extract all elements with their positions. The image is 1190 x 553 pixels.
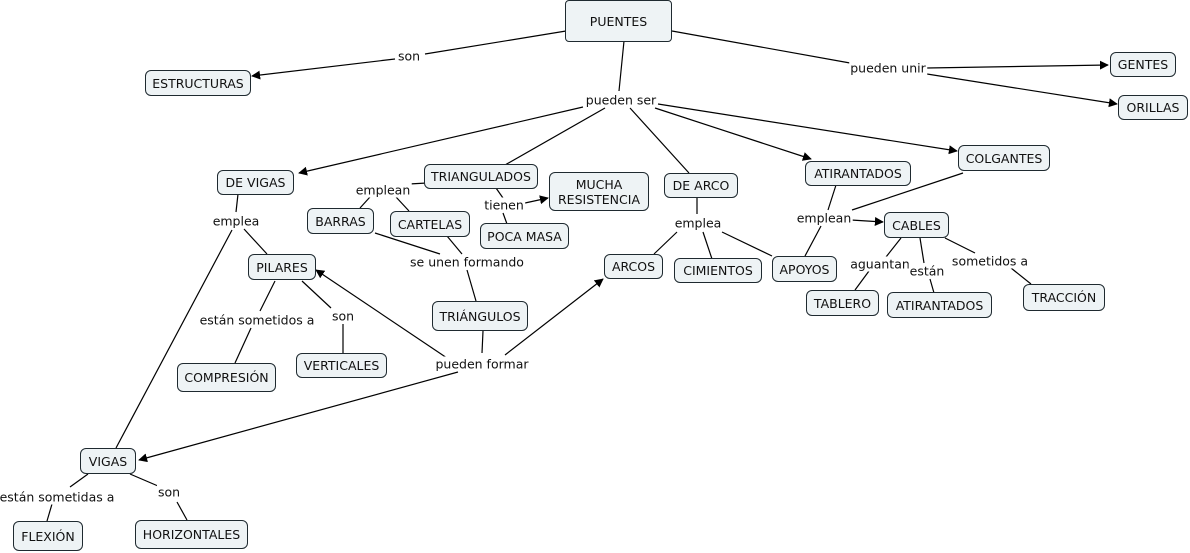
concept-traccion[interactable]: TRACCIÓN	[1023, 284, 1105, 311]
link-tienen: tienen	[483, 197, 525, 213]
link-emplea-arco: emplea	[673, 215, 723, 231]
concept-cartelas[interactable]: CARTELAS	[390, 211, 470, 237]
link-emplean-cables: emplean	[795, 210, 853, 226]
concept-puentes[interactable]: PUENTES	[565, 0, 672, 42]
link-son-verticales: son	[330, 308, 356, 324]
concept-apoyos[interactable]: APOYOS	[772, 256, 837, 282]
concept-triangulados[interactable]: TRIANGULADOS	[424, 164, 538, 189]
concept-atirantados[interactable]: ATIRANTADOS	[805, 161, 911, 186]
concept-flexion[interactable]: FLEXIÓN	[13, 521, 83, 551]
link-sometidos-a: sometidos a	[950, 253, 1030, 269]
link-pueden-unir: pueden unir	[849, 60, 927, 76]
link-se-unen-formando: se unen formando	[409, 254, 525, 270]
concept-horizontales[interactable]: HORIZONTALES	[135, 520, 248, 549]
concept-de-arco[interactable]: DE ARCO	[664, 173, 738, 198]
concept-estructuras[interactable]: ESTRUCTURAS	[145, 70, 251, 96]
concept-tablero[interactable]: TABLERO	[806, 290, 879, 316]
link-pueden-formar: pueden formar	[434, 356, 530, 372]
link-aguantan: aguantan	[849, 256, 911, 272]
link-estan-atirantados: están	[908, 263, 946, 279]
concept-de-vigas[interactable]: DE VIGAS	[217, 170, 294, 195]
concept-orillas[interactable]: ORILLAS	[1118, 95, 1188, 120]
concept-poca-masa[interactable]: POCA MASA	[480, 223, 569, 249]
link-pueden-ser: pueden ser	[584, 92, 658, 108]
concept-pilares[interactable]: PILARES	[248, 254, 316, 280]
link-estan-sometidos-a: están sometidos a	[198, 312, 316, 328]
concept-cables[interactable]: CABLES	[884, 212, 949, 238]
link-son-horizontales: son	[156, 484, 182, 500]
concept-gentes[interactable]: GENTES	[1110, 52, 1176, 77]
concept-arcos[interactable]: ARCOS	[604, 254, 663, 279]
concept-verticales[interactable]: VERTICALES	[296, 353, 387, 378]
concept-vigas[interactable]: VIGAS	[80, 448, 136, 474]
link-estan-sometidas-a: están sometidas a	[0, 489, 116, 505]
concept-mucha-resistencia[interactable]: MUCHA RESISTENCIA	[549, 172, 649, 211]
concept-atirantados-cables[interactable]: ATIRANTADOS	[887, 292, 992, 318]
link-emplea-vigas: emplea	[211, 213, 261, 229]
concept-barras[interactable]: BARRAS	[307, 208, 374, 234]
concept-compresion[interactable]: COMPRESIÓN	[177, 363, 276, 392]
concept-cimientos[interactable]: CIMIENTOS	[674, 258, 762, 283]
concept-colgantes[interactable]: COLGANTES	[958, 145, 1050, 171]
link-son-estructuras: son	[396, 48, 422, 64]
link-emplean-triangulados: emplean	[354, 182, 412, 198]
concept-triangulos[interactable]: TRIÁNGULOS	[432, 301, 528, 331]
